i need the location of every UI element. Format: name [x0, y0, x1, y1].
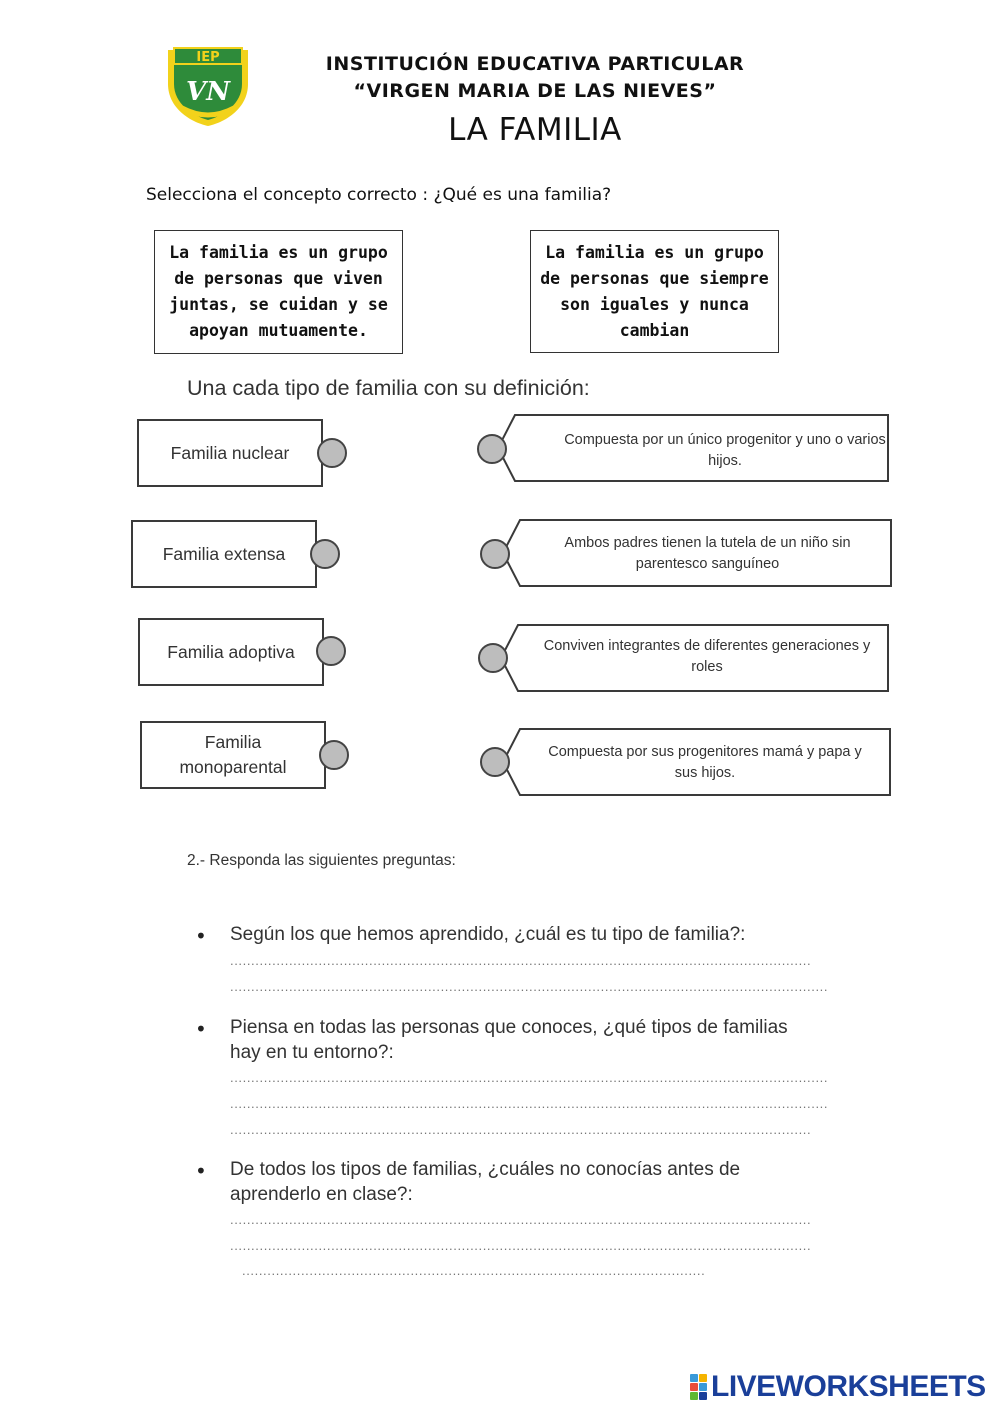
- bullet: •: [195, 1159, 207, 1183]
- school-logo: IEP VN: [160, 42, 256, 128]
- definition-2-text: Ambos padres tienen la tutela de un niño…: [564, 535, 851, 572]
- match-dot-definition-2[interactable]: [480, 539, 510, 569]
- match-dot-type-nuclear[interactable]: [317, 438, 347, 468]
- answer-line[interactable]: [230, 1238, 810, 1253]
- liveworksheets-brand: LIVEWORKSHEETS: [690, 1370, 986, 1404]
- definition-4-text: Compuesta por sus progenitores mamá y pa…: [548, 744, 862, 781]
- answer-line[interactable]: [230, 1212, 810, 1227]
- match-dot-type-adoptiva[interactable]: [316, 636, 346, 666]
- match-dot-definition-4[interactable]: [480, 747, 510, 777]
- answer-line[interactable]: [230, 1070, 828, 1085]
- bullet: •: [195, 924, 207, 948]
- liveworksheets-logo-icon: [690, 1374, 707, 1400]
- institution-name-line2: “VIRGEN MARIA DE LAS NIEVES”: [353, 80, 717, 102]
- logo-text-top: IEP: [196, 50, 219, 65]
- definition-tags: [496, 414, 892, 796]
- question2-item-3: De todos los tipos de familias, ¿cuáles …: [230, 1159, 741, 1205]
- answer-line[interactable]: [230, 1122, 810, 1137]
- brand-name: LIVEWORKSHEETS: [711, 1370, 986, 1403]
- question2-title: 2.- Responda las siguientes preguntas:: [187, 852, 456, 869]
- match-dot-type-extensa[interactable]: [310, 539, 340, 569]
- question1-instruction: Selecciona el concepto correcto : ¿Qué e…: [146, 185, 612, 205]
- family-type-label: Familia extensa: [162, 543, 286, 564]
- family-type-label: Familia nuclear: [170, 442, 290, 463]
- definition-1-text: Compuesta por un único progenitor y uno …: [564, 432, 886, 469]
- answer-line[interactable]: [230, 979, 828, 994]
- logo-monogram: VN: [186, 77, 231, 107]
- answer-line[interactable]: [242, 1263, 704, 1278]
- family-type-nuclear: Familia nuclear: [137, 419, 323, 487]
- family-type-adoptiva: Familia adoptiva: [138, 618, 324, 686]
- institution-name-line1: INSTITUCIÓN EDUCATIVA PARTICULAR: [325, 53, 745, 75]
- definition-3-text: Conviven integrantes de diferentes gener…: [543, 638, 871, 675]
- page-title: LA FAMILIA: [448, 112, 622, 148]
- match-dot-definition-3[interactable]: [478, 643, 508, 673]
- option-incorrect-concept[interactable]: La familia es un grupo de personas que s…: [530, 230, 779, 353]
- family-type-label: Familia monoparental: [179, 732, 287, 777]
- matching-title: Una cada tipo de familia con su definici…: [187, 376, 590, 400]
- question2-item-1: Según los que hemos aprendido, ¿cuál es …: [230, 924, 746, 945]
- question2-item-2: Piensa en todas las personas que conoces…: [230, 1017, 788, 1063]
- option-correct-concept[interactable]: La familia es un grupo de personas que v…: [154, 230, 403, 354]
- family-type-label: Familia adoptiva: [167, 641, 295, 662]
- match-dot-type-monoparental[interactable]: [319, 740, 349, 770]
- match-dot-definition-1[interactable]: [477, 434, 507, 464]
- answer-line[interactable]: [230, 1096, 828, 1111]
- family-type-monoparental: Familia monoparental: [140, 721, 326, 789]
- family-type-extensa: Familia extensa: [131, 520, 317, 588]
- answer-line[interactable]: [230, 953, 810, 968]
- bullet: •: [195, 1017, 207, 1041]
